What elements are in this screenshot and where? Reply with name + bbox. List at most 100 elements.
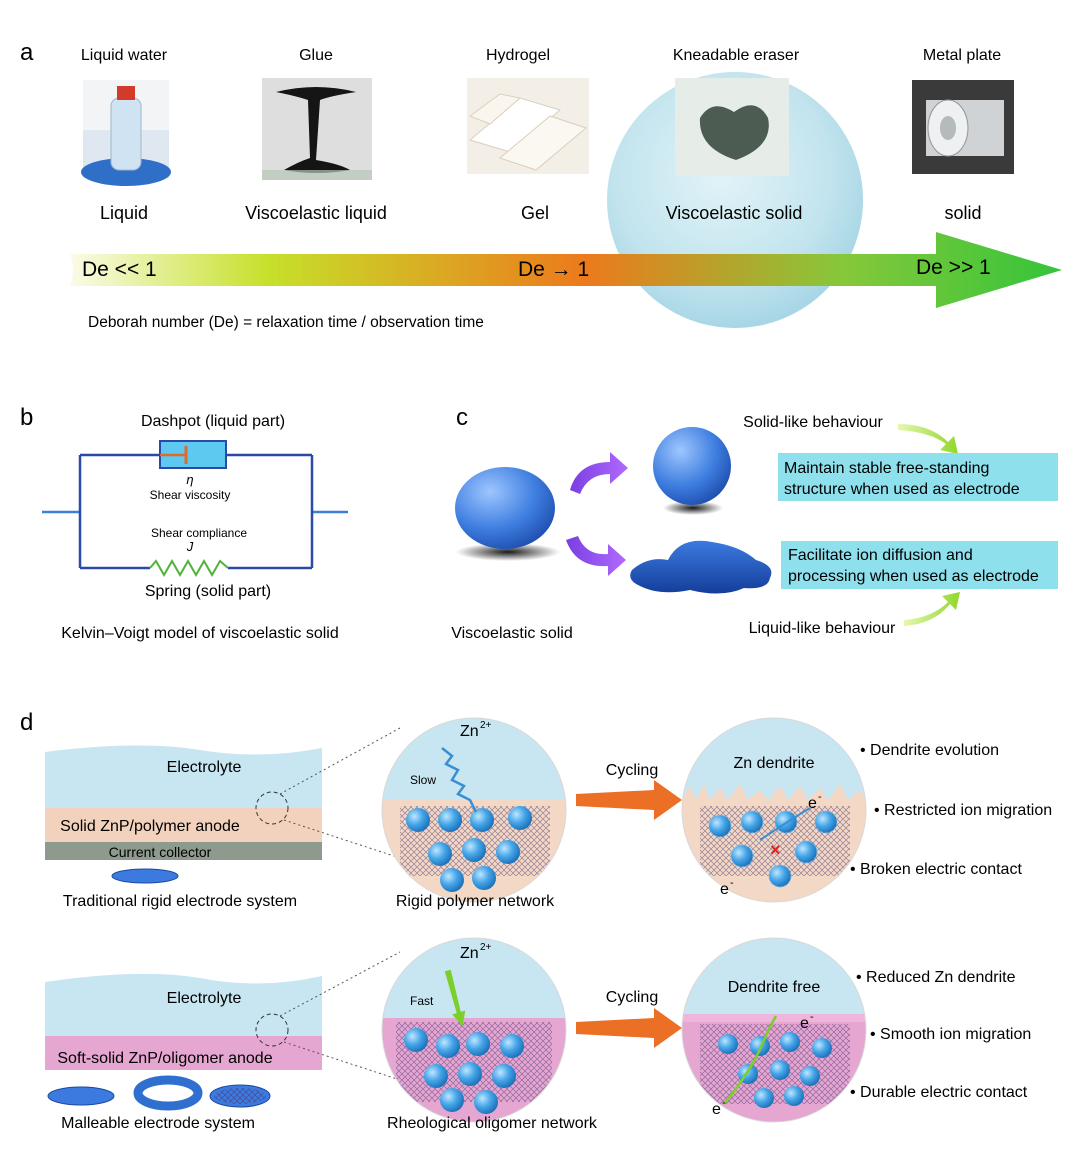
slow-ion-path (441, 747, 478, 813)
fast-label: Fast (410, 994, 434, 1008)
state-viscoelastic-solid: Viscoelastic solid (666, 203, 803, 223)
material-name-kneadable-eraser: Kneadable eraser (673, 47, 800, 64)
rigid-zoom-marker (255, 791, 289, 825)
dendrite-free-zoom (682, 938, 866, 1122)
malleable-electrolyte-label: Electrolyte (167, 990, 242, 1007)
current-collector-label: Current collector (109, 844, 212, 860)
malleable-zn-charge: 2+ (480, 942, 492, 953)
panel-d-label: d (20, 709, 33, 736)
cycling-arrow-bottom (576, 1008, 682, 1048)
malleable-electron-left: e (712, 1101, 721, 1118)
malleable-zoom-marker (255, 1013, 289, 1047)
note-dendrite-evolution: • Dendrite evolution (860, 742, 999, 759)
liquid-box-line-1: Facilitate ion diffusion and (788, 547, 973, 564)
panel-c: c Solid-like behaviour Maintain stable f… (451, 404, 1058, 642)
solid-box-line-1: Maintain stable free-standing (784, 460, 989, 477)
de-label-low: De << 1 (82, 258, 157, 281)
cycling-label-bottom: Cycling (606, 989, 658, 1006)
rigid-electrolyte-label: Electrolyte (167, 759, 242, 776)
panel-a: a Liquid water Glue Hydrogel Kneadable e… (20, 39, 1062, 331)
spring-label: Spring (solid part) (145, 583, 271, 600)
malleable-electron-left-charge: - (722, 1097, 726, 1109)
rigid-disc-icon (111, 868, 179, 884)
rigid-electron-right: e (808, 795, 817, 812)
state-liquid: Liquid (100, 203, 148, 223)
metal-roll-photo (912, 80, 1014, 174)
cycling-label-top: Cycling (606, 762, 658, 779)
glue-drip-photo (262, 78, 372, 180)
material-name-hydrogel: Hydrogel (486, 47, 550, 64)
note-restricted-migration: • Restricted ion migration (874, 802, 1052, 819)
liquid-like-puddle (630, 540, 772, 594)
note-reduced-dendrite: • Reduced Zn dendrite (856, 969, 1016, 986)
slow-label: Slow (410, 773, 436, 787)
purple-arrow-down (566, 536, 626, 576)
malleable-system-caption: Malleable electrode system (61, 1115, 255, 1132)
material-name-metal-plate: Metal plate (923, 47, 1001, 64)
malleable-electron-right: e (800, 1015, 809, 1032)
rigid-system-caption: Traditional rigid electrode system (63, 893, 297, 910)
solid-like-green-arrow (898, 424, 958, 454)
dendrite-free-label: Dendrite free (728, 979, 821, 996)
deborah-definition: Deborah number (De) = relaxation time / … (88, 314, 484, 331)
rigid-network-caption: Rigid polymer network (396, 893, 555, 910)
viscoelastic-solid-caption: Viscoelastic solid (451, 625, 573, 642)
kelvin-voigt-circuit (42, 453, 348, 570)
de-label-mid: De → 1 (518, 258, 589, 281)
solid-like-info-box (778, 453, 1058, 501)
malleable-mesh-icon (209, 1084, 271, 1108)
note-broken-contact: • Broken electric contact (850, 861, 1022, 878)
note-durable-contact: • Durable electric contact (850, 1084, 1028, 1101)
eta-symbol: η (186, 472, 193, 487)
material-name-glue: Glue (299, 47, 333, 64)
malleable-ring-icon (133, 1075, 203, 1111)
dashpot-label: Dashpot (liquid part) (141, 413, 285, 430)
panel-d: d Electrolyte Solid ZnP/polymer anode Cu… (20, 709, 1052, 1132)
fast-ion-arrow (444, 969, 466, 1027)
eraser-blob-photo (675, 78, 789, 176)
zn-dendrite-label: Zn dendrite (734, 755, 815, 772)
state-gel: Gel (521, 203, 549, 223)
malleable-electrode-stack (45, 973, 322, 1070)
dendrite-zoom: × (682, 718, 866, 902)
spring-zigzag (149, 558, 229, 578)
malleable-zn-ion: Zn (460, 945, 479, 962)
cycling-arrow-top (576, 780, 682, 820)
rigid-anode-label: Solid ZnP/polymer anode (60, 818, 240, 835)
shear-viscosity-label: Shear viscosity (150, 488, 231, 502)
rheological-oligomer-zoom (382, 938, 566, 1122)
state-viscoelastic-liquid: Viscoelastic liquid (245, 203, 387, 223)
state-solid: solid (944, 203, 981, 223)
panel-a-label: a (20, 39, 34, 66)
purple-arrow-up (570, 452, 628, 494)
liquid-box-line-2: processing when used as electrode (788, 568, 1039, 585)
rigid-electron-left: e (720, 881, 729, 898)
deborah-gradient-arrow (70, 232, 1062, 308)
note-smooth-migration: • Smooth ion migration (870, 1026, 1031, 1043)
liquid-like-green-arrow (904, 592, 960, 626)
viscoelastic-solid-ellipsoid (455, 467, 555, 549)
malleable-disc-icon (47, 1086, 115, 1106)
j-symbol: J (186, 539, 194, 554)
liquid-like-label: Liquid-like behaviour (749, 620, 896, 637)
rigid-electrode-stack (45, 745, 322, 860)
rigid-electron-left-charge: - (730, 877, 734, 889)
panel-b: b Dashpot (liquid part) η Shear viscosit… (20, 404, 348, 642)
malleable-electron-right-charge: - (810, 1011, 814, 1023)
water-bottle-photo (81, 80, 171, 186)
panel-c-label: c (456, 404, 468, 431)
solid-box-line-2: structure when used as electrode (784, 481, 1020, 498)
rigid-electron-right-charge: - (818, 791, 822, 803)
svg-text:×: × (770, 840, 781, 860)
malleable-anode-label: Soft-solid ZnP/oligomer anode (57, 1050, 272, 1067)
solid-like-sphere (653, 427, 731, 505)
kelvin-voigt-caption: Kelvin–Voigt model of viscoelastic solid (61, 625, 338, 642)
hydrogel-slices-photo (467, 78, 589, 174)
liquid-like-info-box (781, 541, 1058, 589)
oligomer-network-caption: Rheological oligomer network (387, 1115, 598, 1132)
material-name-liquid-water: Liquid water (81, 47, 168, 64)
de-label-high: De >> 1 (916, 256, 991, 279)
solid-like-label: Solid-like behaviour (743, 414, 883, 431)
rigid-zn-charge: 2+ (480, 720, 492, 731)
